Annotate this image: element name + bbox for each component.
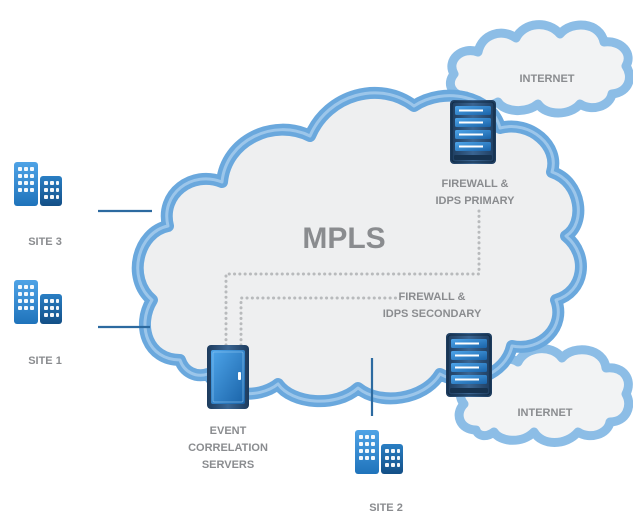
firewall-secondary: FIREWALL & IDPS SECONDARY <box>383 291 493 398</box>
site-1-label: SITE 1 <box>28 355 62 367</box>
internet-cloud-top: INTERNET <box>446 20 633 118</box>
site-links <box>98 209 374 416</box>
site-2: SITE 2 <box>355 430 403 514</box>
mpls-cloud: MPLS <box>131 86 587 407</box>
tower-server-icon <box>207 345 249 409</box>
firewall-primary-label-line2: IDPS PRIMARY <box>435 195 515 207</box>
building-icon <box>14 280 62 324</box>
firewall-primary-label-line1: FIREWALL & <box>441 178 508 190</box>
building-icon <box>355 430 403 474</box>
site-2-label: SITE 2 <box>369 502 403 514</box>
mpls-label: MPLS <box>302 222 385 255</box>
internet-bottom-label: INTERNET <box>518 407 573 419</box>
event-label-line3: SERVERS <box>202 459 254 471</box>
internet-top-label: INTERNET <box>520 73 575 85</box>
site-1: SITE 1 <box>14 280 62 367</box>
firewall-primary: FIREWALL & IDPS PRIMARY <box>435 99 515 207</box>
firewall-secondary-label-line2: IDPS SECONDARY <box>383 308 482 320</box>
site-3-label: SITE 3 <box>28 236 62 248</box>
path-primary <box>224 208 481 347</box>
event-label-line2: CORRELATION <box>188 442 268 454</box>
rack-server-icon <box>449 99 497 165</box>
rack-server-icon <box>445 332 493 398</box>
firewall-secondary-label-line1: FIREWALL & <box>398 291 465 303</box>
building-icon <box>14 162 62 206</box>
internal-paths <box>224 208 481 347</box>
site-3: SITE 3 <box>14 162 62 248</box>
event-correlation-server: EVENT CORRELATION SERVERS <box>188 345 268 471</box>
event-label-line1: EVENT <box>210 425 247 437</box>
path-secondary <box>239 296 402 347</box>
